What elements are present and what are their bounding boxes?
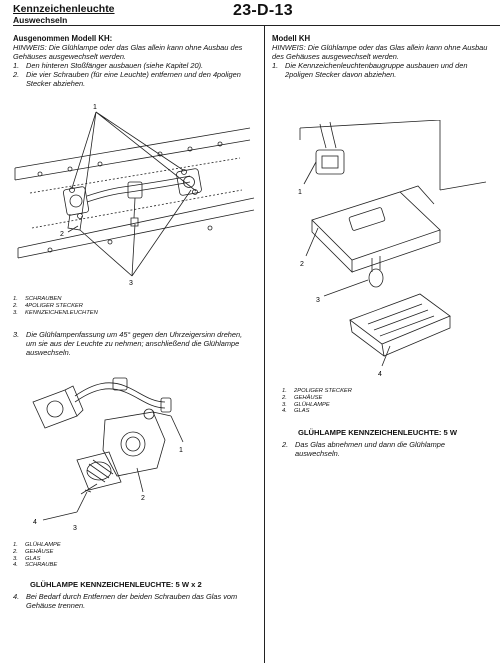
fig1-callout-2: 2 [60, 231, 64, 238]
legend-label: GEHÄUSE [25, 548, 54, 555]
legend-number: 3. [13, 555, 18, 562]
left-step-2: 2. Die vier Schrauben (für eine Leuchte)… [13, 70, 253, 88]
fig1-callout-3: 3 [129, 280, 133, 287]
step-number: 4. [13, 592, 20, 601]
legend-figure-1: 1. SCHRAUBEN 2. 4POLIGER STECKER 3. KENNZEI… [13, 296, 213, 316]
step-text: Die vier Schrauben (für eine Leuchte) en… [26, 70, 241, 88]
right-section-title: Modell KH [272, 34, 311, 43]
step-row: 4. Bei Bedarf durch Entfernen der beiden… [13, 592, 253, 610]
legend-number: 2. [13, 302, 18, 309]
step-row: 3. Die Glühlampenfassung um 45° gegen de… [13, 330, 248, 357]
fig3-callout-3: 3 [316, 297, 320, 304]
fig3-callout-2: 2 [300, 261, 304, 268]
legend-item: 1. 2POLIGER STECKER [282, 388, 482, 395]
header-divider [13, 25, 500, 26]
fig2-callout-1: 1 [179, 447, 183, 454]
legend-item: 1. SCHRAUBEN [13, 296, 213, 303]
legend-item: 3. KENNZEICHENLEUCHTEN [13, 310, 213, 317]
legend-label: GLÜHLAMPE [294, 401, 330, 408]
step-text: Die Glühlampenfassung um 45° gegen den U… [26, 330, 243, 357]
legend-item: 3. GLAS [13, 556, 213, 563]
step-number: 2. [282, 440, 289, 449]
page-title: Kennzeichenleuchte [13, 3, 115, 15]
figure-lamp-exploded: 1 2 3 4 [32, 377, 184, 532]
step-text: Die Kennzeichenleuchtenbaugruppe ausbaue… [285, 61, 468, 79]
fig3-callout-1: 1 [298, 189, 302, 196]
legend-item: 2. GEHÄUSE [13, 549, 213, 556]
legend-label: GLAS [294, 408, 310, 415]
left-step-1: 1. Den hinteren Stoßfänger ausbauen (sie… [13, 61, 253, 70]
figure-license-lights-bumper: 1 2 3 [14, 104, 255, 287]
left-section-title: Ausgenommen Modell KH: [13, 34, 113, 43]
right-note: HINWEIS: Die Glühlampe oder das Glas all… [272, 43, 488, 61]
legend-label: GLÜHLAMPE [25, 542, 61, 548]
step-row: 2. Das Glas abnehmen und dann die Glühla… [282, 440, 482, 458]
step-number: 1. [13, 61, 20, 70]
legend-label: GEHÄUSE [294, 394, 323, 401]
legend-number: 4. [13, 562, 18, 569]
legend-item: 2. 4POLIGER STECKER [13, 303, 213, 310]
page-subtitle: Auswechseln [13, 15, 68, 25]
right-step-1: 1. Die Kennzeichenleuchtenbaugruppe ausb… [272, 61, 494, 79]
legend-item: 4. GLAS [282, 408, 482, 415]
legend-item: 4. SCHRAUBE [13, 562, 213, 569]
fig1-callout-1: 1 [93, 104, 97, 111]
legend-figure-2: 1. GLÜHLAMPE 2. GEHÄUSE 3. GLAS 4. SCHRAUBE [13, 542, 213, 569]
left-step-4: 4. Bei Bedarf durch Entfernen der beiden… [13, 592, 253, 610]
legend-label: GLAS [25, 555, 41, 562]
right-step-2: 2. Das Glas abnehmen und dann die Glühla… [282, 440, 482, 458]
step-number: 1. [272, 61, 279, 70]
legend-item: 2. GEHÄUSE [282, 395, 482, 402]
left-note: HINWEIS: Die Glühlampe oder das Glas all… [13, 43, 243, 61]
step-text: Das Glas abnehmen und dann die Glühlampe… [295, 440, 445, 458]
legend-item: 3. GLÜHLAMPE [282, 402, 482, 409]
legend-number: 3. [13, 309, 18, 316]
step-number: 3. [13, 330, 20, 339]
fig2-callout-2: 2 [141, 495, 145, 502]
legend-number: 2. [13, 548, 18, 555]
right-column: Modell KH HINWEIS: Die Glühlampe oder da… [272, 34, 494, 79]
left-bulb-spec: GLÜHLAMPE KENNZEICHENLEUCHTE: 5 W x 2 [30, 580, 202, 589]
left-column: Ausgenommen Modell KH: HINWEIS: Die Glüh… [13, 34, 253, 88]
step-text: Den hinteren Stoßfänger ausbauen (siehe … [26, 61, 204, 70]
legend-item: 1. GLÜHLAMPE [13, 542, 213, 549]
legend-number: 4. [282, 408, 287, 415]
legend-label: 2POLIGER STECKER [294, 388, 352, 394]
fig2-callout-3: 3 [73, 525, 77, 532]
left-step-3: 3. Die Glühlampenfassung um 45° gegen de… [13, 330, 248, 357]
legend-number: 1. [13, 542, 18, 548]
legend-number: 1. [282, 388, 287, 394]
legend-number: 3. [282, 401, 287, 408]
legend-label: KENNZEICHENLEUCHTEN [25, 309, 98, 316]
step-text: Bei Bedarf durch Entfernen der beiden Sc… [26, 592, 238, 610]
column-divider [264, 26, 265, 663]
legend-figure-3: 1. 2POLIGER STECKER 2. GEHÄUSE 3. GLÜHLAMPE… [282, 388, 482, 415]
right-bulb-spec: GLÜHLAMPE KENNZEICHENLEUCHTE: 5 W [298, 428, 458, 437]
legend-number: 2. [282, 394, 287, 401]
fig3-callout-4: 4 [378, 371, 382, 378]
figure-kh-lamp-assembly: 1 2 3 4 [298, 120, 487, 378]
legend-label: SCHRAUBEN [25, 296, 62, 302]
legend-label: 4POLIGER STECKER [25, 302, 83, 309]
step-number: 2. [13, 70, 20, 79]
page-number: 23-D-13 [233, 2, 293, 19]
legend-number: 1. [13, 296, 18, 302]
legend-label: SCHRAUBE [25, 562, 58, 569]
fig2-callout-4: 4 [33, 519, 37, 526]
